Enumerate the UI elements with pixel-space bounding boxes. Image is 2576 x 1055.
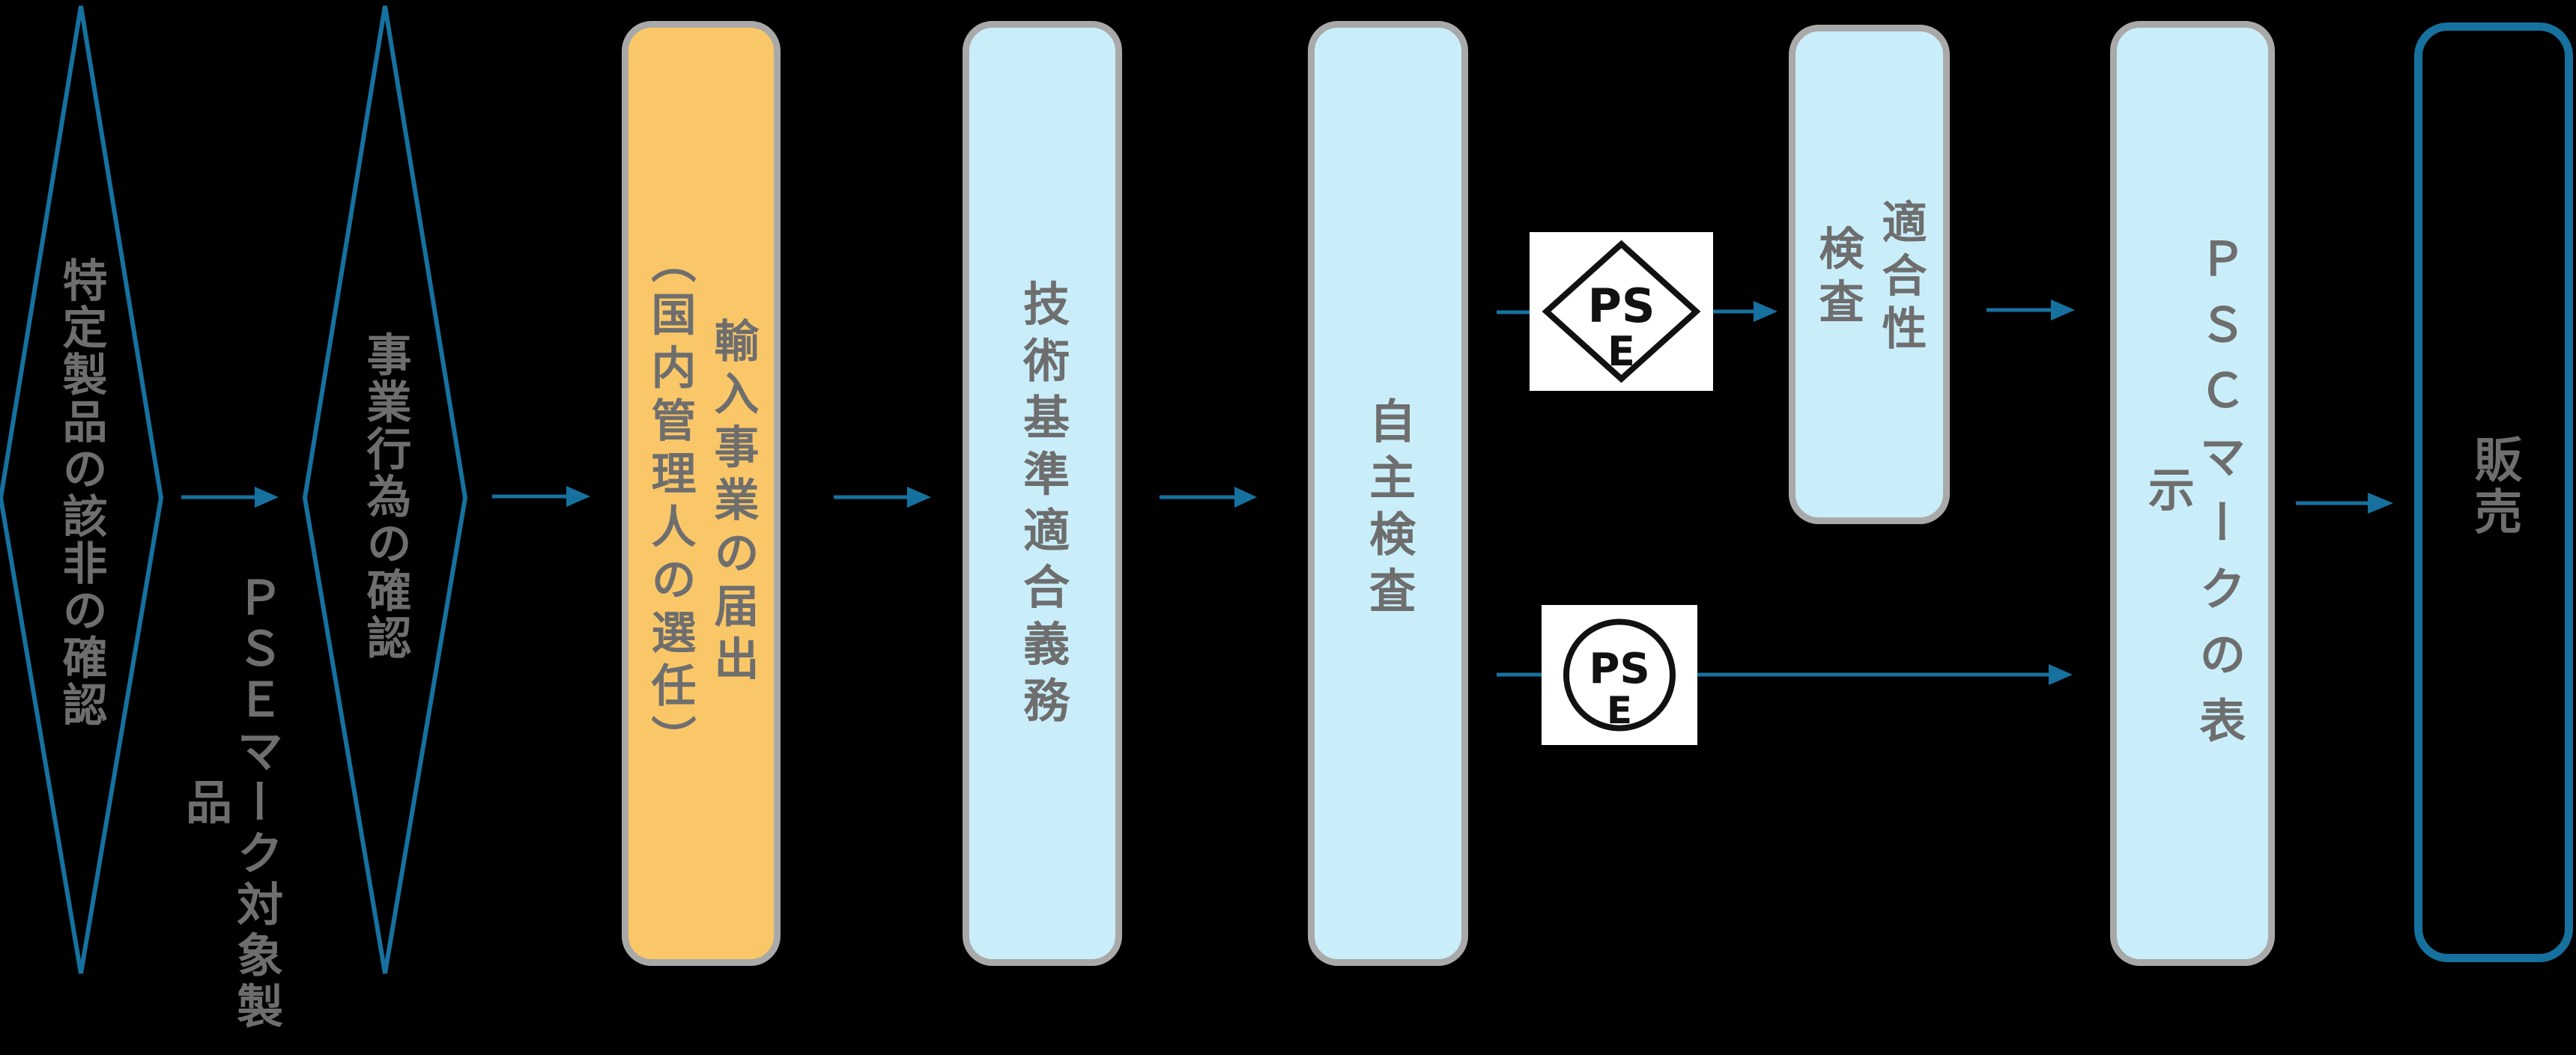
arrow-circle-mark-to-psc-display — [1697, 664, 2073, 685]
diamond-shape-business-activity — [302, 5, 468, 974]
arrow-technical-to-self-inspection — [1160, 487, 1257, 508]
node-sale — [2414, 22, 2573, 962]
arrow-business-to-import — [492, 486, 590, 507]
pse-diamond-mark: PS E — [1530, 232, 1713, 391]
conformity-inspection-label: 適合性 検査 — [1811, 198, 1927, 359]
node-technical-standard-obligation — [963, 21, 1122, 966]
node-conformity-inspection — [1789, 25, 1950, 524]
pse-circle-mark: PS E — [1542, 605, 1697, 745]
node-import-business-notification — [622, 21, 781, 966]
arrow-psc-display-to-sale — [2296, 493, 2393, 514]
psc-mark-display-label: ＰＳＣマークの表示 — [2140, 234, 2246, 763]
pse-diamond-icon: PS E — [1542, 240, 1701, 383]
specified-product-check-label: 特定製品の該非の確認 — [55, 257, 107, 729]
pse-target-products-label: ＰＳＥマーク対象製品 — [178, 574, 284, 1033]
pse-circle-icon: PS E — [1563, 618, 1676, 732]
arrow-import-to-technical — [834, 487, 931, 508]
arrow-conformity-to-psc-display — [1986, 300, 2075, 320]
pse-diamond-mark-text-e: E — [1607, 328, 1635, 375]
sale-label: 販売 — [2466, 434, 2522, 539]
pse-circle-mark-text-ps: PS — [1589, 645, 1649, 693]
pse-diamond-mark-text-ps: PS — [1587, 279, 1655, 333]
pse-circle-mark-text-e: E — [1607, 689, 1632, 732]
import-business-notification-label: 輸入事業の届出 （国内管理人の選任） — [643, 238, 759, 768]
self-inspection-label: 自主検査 — [1361, 396, 1416, 624]
business-activity-check-label: 事業行為の確認 — [359, 331, 411, 662]
technical-standard-obligation-label: 技術基準適合義務 — [1015, 279, 1070, 733]
arrow-specified-to-business — [181, 487, 279, 508]
node-psc-mark-display — [2110, 21, 2275, 966]
arrow-diamond-mark-to-conformity — [1713, 301, 1778, 322]
node-self-inspection — [1308, 21, 1468, 966]
diamond-shape-specified-product — [0, 5, 164, 974]
